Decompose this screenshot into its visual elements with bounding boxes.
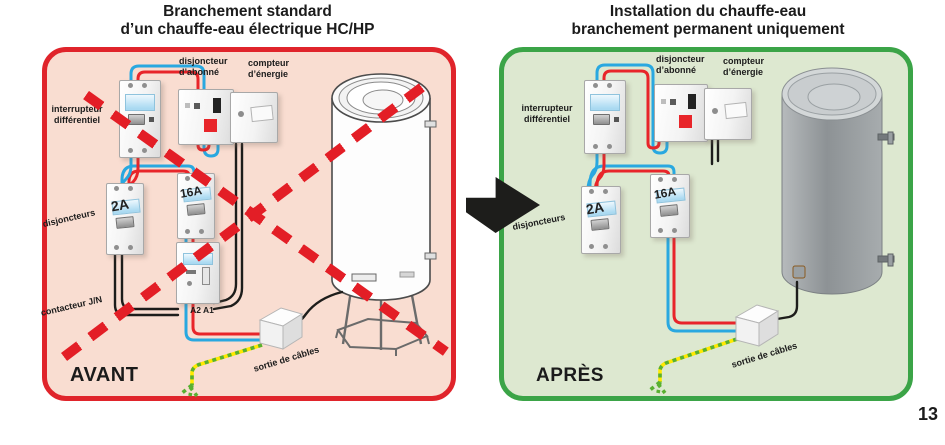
before-tag: AVANT bbox=[70, 364, 139, 386]
residual-current-switch bbox=[584, 80, 626, 154]
cable-outlet-box bbox=[734, 304, 780, 347]
supplier-breaker-box bbox=[178, 89, 234, 145]
before-title: Branchement standard d’un chauffe-eau él… bbox=[120, 3, 375, 38]
page-number: 13 bbox=[917, 404, 938, 424]
energy-meter-box bbox=[704, 88, 752, 140]
label-supplier-breaker: disjoncteur d’abonné bbox=[179, 56, 228, 77]
label-supplier-breaker: disjoncteur d’abonné bbox=[656, 54, 705, 75]
supplier-breaker-box bbox=[654, 84, 708, 142]
label-contactor-terminals: A2 A1 bbox=[190, 305, 214, 315]
cable-outlet-box bbox=[258, 307, 304, 350]
label-energy-meter: compteur d’énergie bbox=[723, 56, 765, 77]
label-differential-switch: interrupteur différentiel bbox=[521, 103, 573, 124]
energy-meter-box bbox=[230, 92, 278, 143]
after-tag: APRÈS bbox=[536, 365, 604, 386]
breaker-2a bbox=[106, 183, 144, 255]
breaker-2a-label: 2A bbox=[109, 195, 131, 215]
breaker-16a bbox=[650, 174, 690, 238]
breaker-2a bbox=[581, 186, 621, 254]
label-differential-switch: interrupteur différentiel bbox=[51, 104, 103, 125]
water-heater-wall-mounted bbox=[781, 67, 895, 295]
water-heater-on-stand bbox=[331, 73, 437, 356]
label-energy-meter: compteur d’énergie bbox=[248, 58, 290, 79]
after-title: Installation du chauffe-eau branchement … bbox=[571, 3, 845, 38]
breaker-2a-label: 2A bbox=[584, 198, 606, 218]
